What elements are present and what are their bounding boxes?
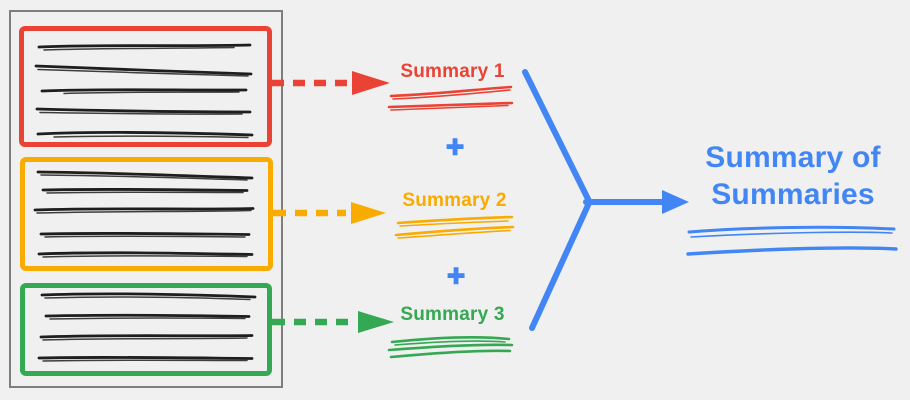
chunk1-to-summary1-dashed-arrow bbox=[268, 71, 390, 95]
summary-3-scribble bbox=[387, 336, 514, 359]
plus-operator-2: + bbox=[446, 257, 466, 293]
final-summary-label: Summary of Summaries bbox=[705, 141, 881, 211]
chunk2-to-summary2-dashed-arrow bbox=[271, 202, 386, 224]
document-chunk-2 bbox=[20, 157, 273, 271]
document-chunk-3 bbox=[20, 283, 272, 376]
summary-1-label: Summary 1 bbox=[400, 61, 505, 82]
chunk3-to-summary3-dashed-arrow bbox=[270, 311, 394, 333]
summaries-merge-arrow bbox=[522, 69, 689, 331]
summary-3-label: Summary 3 bbox=[400, 304, 505, 325]
summary-2-label: Summary 2 bbox=[402, 190, 507, 211]
document-chunk-1 bbox=[19, 26, 272, 147]
chunk-1-text-scribbles bbox=[34, 43, 254, 139]
summary-1-scribble bbox=[387, 85, 514, 111]
source-document bbox=[9, 10, 283, 388]
chunk-3-text-scribbles bbox=[37, 292, 257, 362]
summary-2-scribble bbox=[394, 215, 515, 239]
final-summary-scribble bbox=[686, 225, 898, 256]
plus-operator-1: + bbox=[445, 128, 465, 164]
chunk-2-text-scribbles bbox=[33, 170, 255, 258]
